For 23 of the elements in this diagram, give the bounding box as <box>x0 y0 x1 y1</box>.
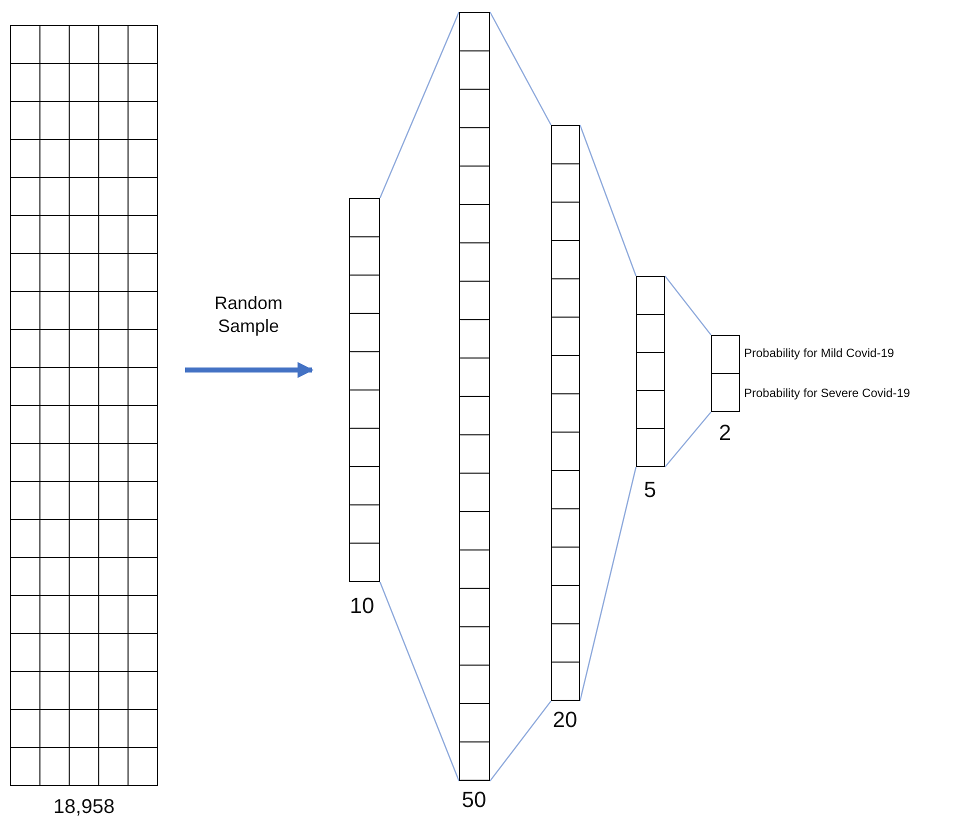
output-label: Probability for Mild Covid-19 <box>744 346 894 360</box>
layer-size-label: 10 <box>350 592 374 619</box>
arrow <box>185 362 314 378</box>
neural-layer-bar <box>459 12 490 781</box>
connection-line <box>579 124 637 276</box>
neural-layer-bar <box>636 276 665 467</box>
connection-line <box>579 466 637 702</box>
neural-layer-bar <box>551 125 580 701</box>
neural-layer-bar <box>711 335 740 412</box>
connection-line <box>664 276 712 336</box>
connection-line <box>489 12 552 126</box>
connection-line <box>379 12 460 198</box>
connection-line <box>489 700 552 782</box>
connection-line <box>664 412 712 468</box>
layer-size-label: 20 <box>552 706 578 733</box>
layer-size-label: 5 <box>644 476 656 503</box>
layer-size-label: 2 <box>718 420 732 446</box>
layer-size-label: 50 <box>462 786 486 813</box>
input-matrix-grid <box>10 25 158 786</box>
output-label: Probability for Severe Covid-19 <box>744 386 910 400</box>
feature-count-label: 18,958 <box>53 796 115 819</box>
neural-layer-bar <box>349 198 380 582</box>
connection-line <box>379 582 460 782</box>
